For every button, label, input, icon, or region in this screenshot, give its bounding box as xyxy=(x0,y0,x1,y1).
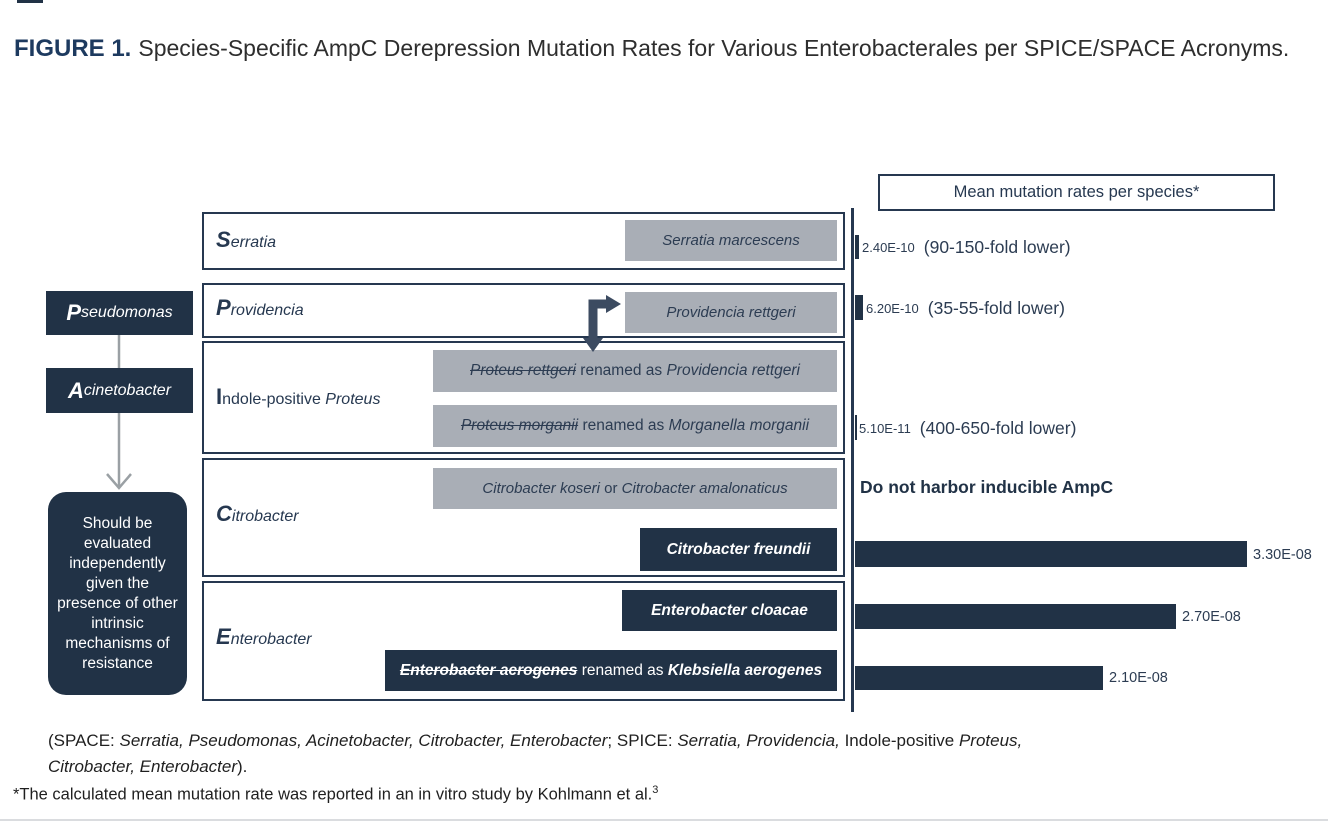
figure-title-text: Species-Specific AmpC Derepression Mutat… xyxy=(138,35,1290,61)
proteus-label: Indole-positive Proteus xyxy=(216,384,380,410)
caption-part: Serratia, Providencia, xyxy=(677,731,840,750)
bar-value-label: 3.30E-08 xyxy=(1253,547,1312,563)
caption-part: Indole-positive xyxy=(839,731,959,750)
figure-number-label: FIGURE 1. xyxy=(14,35,132,62)
species-box-citrobacter-freundii: Citrobacter freundii xyxy=(640,528,837,571)
down-arrow-icon xyxy=(106,335,132,490)
rate-value: 2.40E-10 xyxy=(862,239,915,255)
species-box-enterobacter-cloacae: Enterobacter cloacae xyxy=(622,590,837,631)
caption-part: Citrobacter, Enterobacter xyxy=(48,757,237,776)
serratia-initial: S xyxy=(216,227,231,252)
new-name: Providencia rettgeri xyxy=(666,362,800,379)
species-box-serratia-marcescens: Serratia marcescens xyxy=(625,220,837,261)
caption-part: ; SPICE: xyxy=(607,731,678,750)
pseudomonas-initial: P xyxy=(66,300,82,325)
species-name: Citrobacter koseri xyxy=(482,480,600,497)
fold-lower-note: (90-150-fold lower) xyxy=(923,236,1071,257)
rate-entry: 6.20E-10 (35-55-fold lower) xyxy=(866,295,1065,321)
rates-header-box: Mean mutation rates per species* xyxy=(878,174,1275,211)
citrobacter-initial: C xyxy=(216,501,232,526)
renamed-as-text: renamed as xyxy=(577,661,668,679)
bar-morganella-morganii xyxy=(855,415,857,440)
acinetobacter-label: cinetobacter xyxy=(83,381,172,399)
old-name: Proteus morganii xyxy=(460,417,579,434)
footnote-reference-number: 3 xyxy=(652,784,659,796)
rename-arrow-icon xyxy=(583,295,621,352)
species-box-proteus-morganii-renamed: Proteus morganii renamed as Morganella m… xyxy=(433,405,837,447)
independent-evaluation-note: Should be evaluated independently given … xyxy=(48,492,187,695)
or-text: or xyxy=(599,480,622,497)
proteus-initial: I xyxy=(216,384,223,409)
bar-serratia-marcescens xyxy=(855,235,859,259)
pseudomonas-label: seudomonas xyxy=(81,304,173,321)
caption-part: (SPACE: xyxy=(48,731,120,750)
providencia-label: Providencia xyxy=(216,295,304,321)
rate-entry: 2.40E-10 (90-150-fold lower) xyxy=(862,234,1071,260)
caption-part: ). xyxy=(236,757,248,776)
enterobacter-rest: nterobacter xyxy=(230,631,312,648)
providencia-initial: P xyxy=(216,295,231,320)
bar-citrobacter-freundii xyxy=(855,541,1247,567)
renamed-as-text: renamed as xyxy=(575,362,667,379)
serratia-label: Serratia xyxy=(216,227,276,253)
acronym-caption: (SPACE: Serratia, Pseudomonas, Acinetoba… xyxy=(48,728,1308,780)
citrobacter-rest: itrobacter xyxy=(231,508,299,525)
renamed-as-text: renamed as xyxy=(578,417,669,434)
citrobacter-label: Citrobacter xyxy=(216,501,299,527)
page-edge-artifact xyxy=(17,0,43,3)
caption-part: Serratia, Pseudomonas, Acinetobacter, Ci… xyxy=(119,731,608,750)
caption-part: Proteus, xyxy=(958,731,1023,750)
rate-value: 5.10E-11 xyxy=(859,420,911,436)
proteus-genus: Proteus xyxy=(325,391,381,408)
species-box-enterobacter-aerogenes-renamed: Enterobacter aerogenes renamed as Klebsi… xyxy=(385,650,837,691)
bar-value-label: 2.10E-08 xyxy=(1109,670,1168,686)
old-name: Enterobacter aerogenes xyxy=(399,661,578,679)
figure-title: FIGURE 1.Species-Specific AmpC Derepress… xyxy=(14,31,1320,66)
enterobacter-label: Enterobacter xyxy=(216,624,312,650)
bar-enterobacter-cloacae xyxy=(855,604,1176,629)
footnote-text: *The calculated mean mutation rate was r… xyxy=(13,785,653,804)
bar-providencia-rettgeri xyxy=(855,295,863,320)
rate-value: 6.20E-10 xyxy=(866,300,919,316)
footnote: *The calculated mean mutation rate was r… xyxy=(13,784,658,805)
species-box-providencia-rettgeri: Providencia rettgeri xyxy=(625,292,837,333)
bar-klebsiella-aerogenes xyxy=(855,666,1103,690)
enterobacter-initial: E xyxy=(216,624,231,649)
bar-value-label: 2.70E-08 xyxy=(1182,609,1241,625)
caption-line-2: Citrobacter, Enterobacter). xyxy=(48,754,1308,780)
no-inducible-ampc-text: Do not harbor inducible AmpC xyxy=(860,477,1114,497)
new-name: Morganella morganii xyxy=(668,417,810,434)
acinetobacter-initial: A xyxy=(67,377,84,403)
new-name: Klebsiella aerogenes xyxy=(667,661,823,679)
serratia-rest: erratia xyxy=(230,234,277,251)
species-box-citrobacter-koseri-amalonaticus: Citrobacter koseri or Citrobacter amalon… xyxy=(433,468,837,509)
rate-entry: 5.10E-11 (400-650-fold lower) xyxy=(859,415,1076,441)
caption-line-1: (SPACE: Serratia, Pseudomonas, Acinetoba… xyxy=(48,728,1308,754)
proteus-rest: ndole-positive xyxy=(222,391,326,408)
fold-lower-note: (400-650-fold lower) xyxy=(919,417,1077,438)
species-name: Citrobacter amalonaticus xyxy=(621,480,788,497)
page-bottom-rule xyxy=(0,819,1328,821)
fold-lower-note: (35-55-fold lower) xyxy=(927,297,1065,318)
providencia-rest: rovidencia xyxy=(230,302,304,319)
old-name: Proteus rettgeri xyxy=(470,362,576,379)
chart-axis-line xyxy=(851,208,854,712)
species-box-proteus-rettgeri-renamed: Proteus rettgeri renamed as Providencia … xyxy=(433,350,837,392)
